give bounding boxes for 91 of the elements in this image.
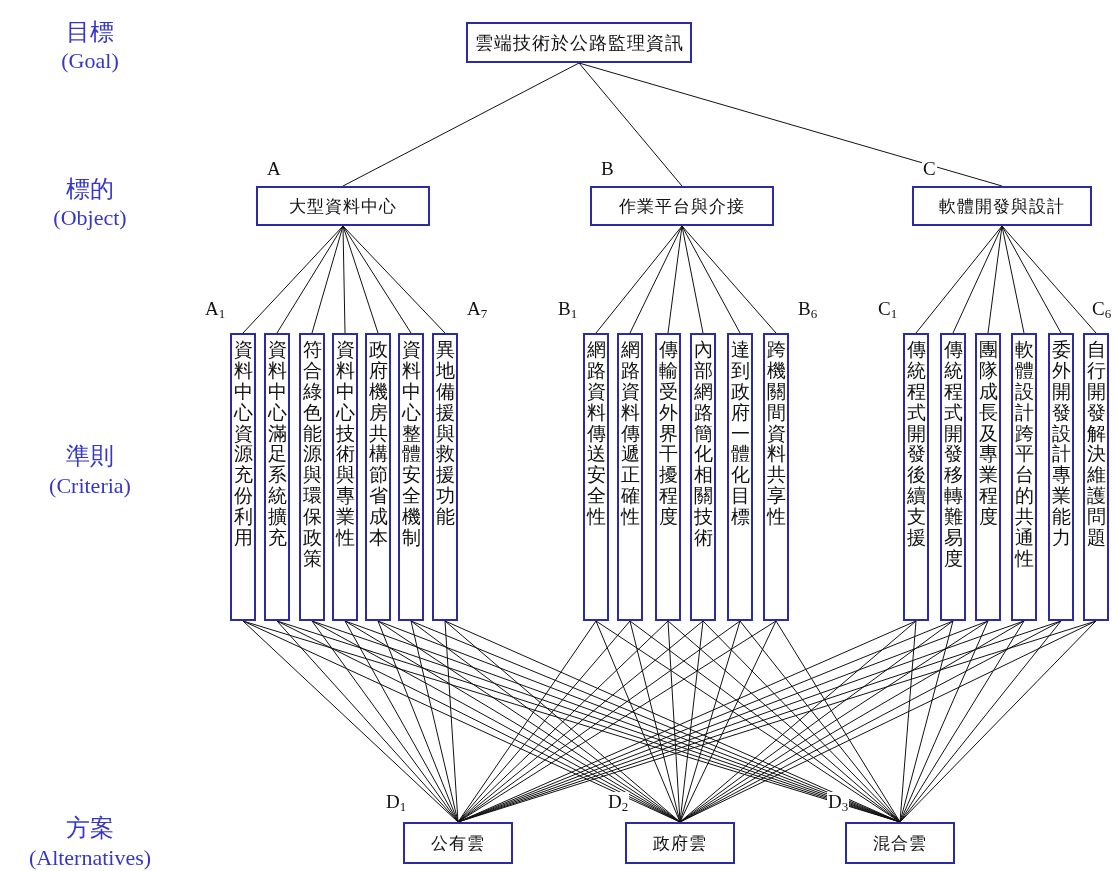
connector-line xyxy=(342,225,446,334)
criterion-box xyxy=(1048,333,1074,621)
criterion-box xyxy=(264,333,290,621)
connector-line xyxy=(342,225,379,334)
node-text: 政府雲 xyxy=(653,831,707,855)
criterion-text: 自行開發解決維護問題 xyxy=(1086,339,1106,548)
connector-line xyxy=(667,225,683,334)
criterion-text: 資料中心整體安全機制 xyxy=(401,339,421,548)
objective-box xyxy=(256,186,430,226)
criterion-text: 內部網路簡化相關技術 xyxy=(693,339,713,548)
criterion-box xyxy=(1083,333,1109,621)
objective-box xyxy=(912,186,1092,226)
connector-line xyxy=(899,620,1062,823)
criterion-box xyxy=(432,333,458,621)
criterion-box xyxy=(763,333,789,621)
criterion-text: 達到政府一體化目標 xyxy=(730,339,750,527)
criterion-text: 傳統程式開發移轉難易度 xyxy=(943,339,963,569)
connector-line xyxy=(1001,225,1097,334)
connector-line xyxy=(342,225,412,334)
connector-line xyxy=(667,620,681,823)
criterion-text: 資料中心資源充份利用 xyxy=(233,339,253,548)
criterion-box xyxy=(398,333,424,621)
criterion-text: 異地備援與救援功能 xyxy=(435,339,455,527)
criterion-text: 軟體設計跨平台的共通性 xyxy=(1014,339,1034,569)
connector-line xyxy=(952,225,1003,334)
connector-line xyxy=(739,620,901,823)
level-label: (Alternatives) xyxy=(28,845,152,871)
criterion-box xyxy=(617,333,643,621)
criterion-box xyxy=(583,333,609,621)
alternative-box xyxy=(845,822,955,864)
criterion-text: 團隊成長及專業程度 xyxy=(978,339,998,527)
connector-line xyxy=(342,62,580,187)
criterion-text: 委外開發設計專業能力 xyxy=(1051,339,1071,548)
criterion-text: 符合綠色能源與環保政策 xyxy=(302,339,322,569)
criterion-box xyxy=(332,333,358,621)
node-text: 公有雲 xyxy=(431,831,485,855)
node-text: 軟體開發與設計 xyxy=(939,194,1065,218)
criterion-box xyxy=(940,333,966,621)
alternative-box xyxy=(403,822,513,864)
connector-line xyxy=(681,225,704,334)
criterion-text: 網路資料傳送安全性 xyxy=(586,339,606,527)
connector-line xyxy=(457,620,631,823)
connector-line xyxy=(578,62,683,187)
criterion-box xyxy=(365,333,391,621)
criterion-text: 資料中心滿足系統擴充 xyxy=(267,339,287,548)
connector-line xyxy=(444,620,459,823)
connector-line xyxy=(899,620,917,823)
alternative-box xyxy=(625,822,735,864)
connector-line xyxy=(595,225,683,334)
criterion-text: 資料中心技術與專業性 xyxy=(335,339,355,548)
criterion-box xyxy=(655,333,681,621)
connector-line xyxy=(775,620,901,823)
connector-line xyxy=(987,225,1003,334)
node-text: 作業平台與介接 xyxy=(619,194,745,218)
connector-line xyxy=(629,225,683,334)
criterion-box xyxy=(299,333,325,621)
level-label: 標的 xyxy=(66,175,114,204)
node-text: 大型資料中心 xyxy=(289,194,397,218)
level-label: 方案 xyxy=(66,814,114,843)
connector-line xyxy=(342,225,346,334)
node-text: 混合雲 xyxy=(873,831,927,855)
connector-line xyxy=(915,225,1003,334)
level-label: (Goal) xyxy=(61,48,119,74)
connector-line xyxy=(344,620,459,823)
criterion-box xyxy=(690,333,716,621)
criterion-text: 政府機房共構節省成本 xyxy=(368,339,388,548)
objective-box xyxy=(590,186,774,226)
connector-line xyxy=(578,62,1003,187)
connector-line xyxy=(595,620,681,823)
connector-line xyxy=(681,225,777,334)
criterion-box xyxy=(975,333,1001,621)
criterion-box xyxy=(727,333,753,621)
level-label: 準則 xyxy=(66,442,114,471)
connector-line xyxy=(899,620,1097,823)
criterion-text: 跨機關間資料共享性 xyxy=(766,339,786,527)
criterion-text: 傳輸受外界干擾程度 xyxy=(658,339,678,527)
criterion-box xyxy=(903,333,929,621)
level-label: 目標 xyxy=(66,18,114,47)
criterion-text: 傳統程式開發後續支援 xyxy=(906,339,926,548)
goal-box xyxy=(466,22,692,63)
connector-line xyxy=(242,620,459,823)
connector-line xyxy=(1001,225,1025,334)
node-text: 雲端技術於公路監理資訊 xyxy=(474,30,684,55)
connector-line xyxy=(276,225,344,334)
level-label: (Criteria) xyxy=(49,473,131,499)
criterion-box xyxy=(1011,333,1037,621)
criterion-text: 網路資料傳遞正確性 xyxy=(620,339,640,527)
level-label: (Object) xyxy=(53,205,127,231)
criterion-box xyxy=(230,333,256,621)
connector-line xyxy=(679,620,777,823)
connector-line xyxy=(242,225,344,334)
